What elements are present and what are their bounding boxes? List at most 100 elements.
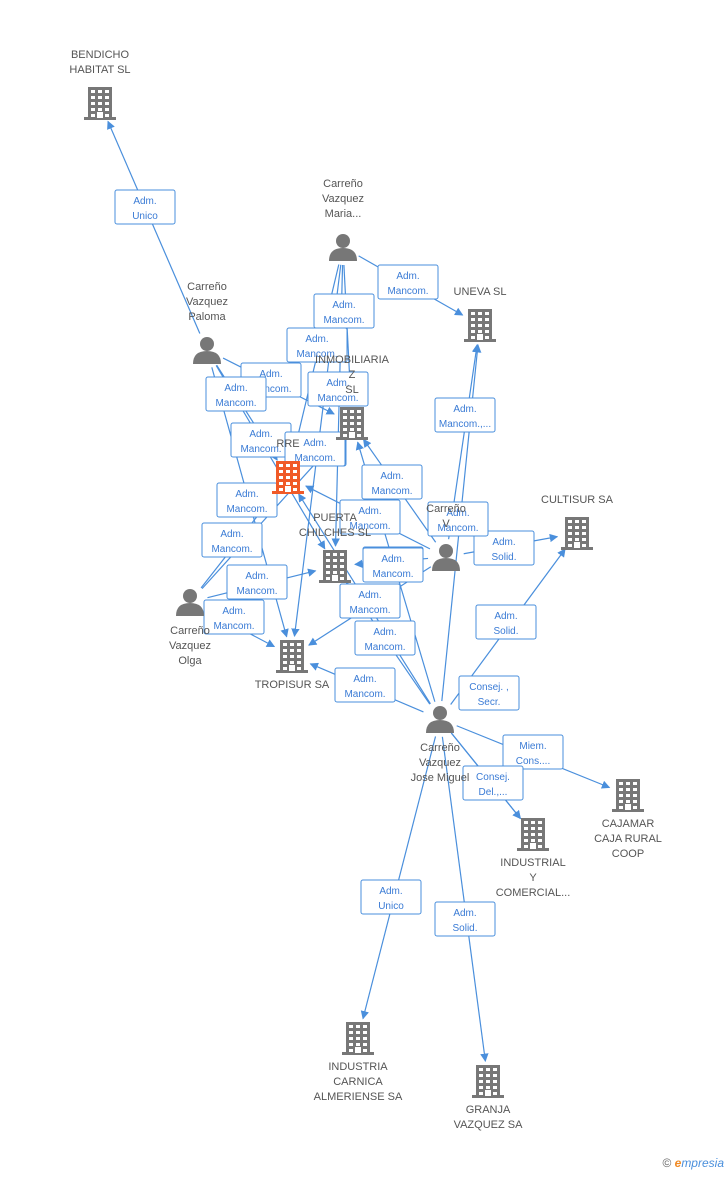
node-uneva[interactable]: UNEVA SL [454, 286, 507, 342]
edge-label-maria-inmobiliaria[interactable]: Adm.Mancom. [313, 293, 375, 329]
node-label: Paloma [188, 311, 226, 323]
building-icon [561, 517, 593, 550]
node-label: INDUSTRIAL [500, 857, 565, 869]
edge-label-box [201, 522, 263, 558]
building-icon [342, 1022, 374, 1055]
edge-label-text: Mancom. [349, 521, 390, 532]
edge-label-jose-industrial[interactable]: Consej.Del.,... [462, 765, 524, 801]
edge-label-pv-uneva[interactable]: Adm. Mancom.,... [434, 397, 496, 433]
edge-label-pv-inmobiliaria[interactable]: Adm.Mancom. [361, 464, 423, 500]
edge-label-maria-torre[interactable]: Adm.Mancom. [286, 327, 348, 363]
node-label: Carreño [170, 625, 210, 637]
edge-label-box [377, 264, 439, 300]
node-label: Vazquez [322, 193, 364, 205]
edge-label-box [307, 371, 369, 407]
building-icon [612, 779, 644, 812]
node-label: PUERTA [313, 512, 357, 524]
edge-label-paloma-puerta[interactable]: Adm.Mancom. [216, 482, 278, 518]
edge-label-maria-tropisur[interactable]: Adm. Mancom. [205, 376, 267, 412]
edge-label-pv-cultisur[interactable]: Adm.Solid. [473, 530, 535, 566]
edge-label-jose-carnica[interactable]: Adm.Unico [360, 879, 422, 915]
node-label: GRANJA [466, 1104, 511, 1116]
edge-label-text: Solid. [491, 552, 516, 563]
node-label: Olga [178, 655, 202, 667]
person-icon [329, 234, 357, 261]
node-label: CHILCHES SL [299, 527, 371, 539]
edge-label-jose-tropisur[interactable]: Adm.Mancom. [334, 667, 396, 703]
brand-logo-e: e [674, 1156, 682, 1170]
node-tropisur[interactable]: TROPISUR SA [255, 640, 330, 691]
edge-label-paloma-torre[interactable]: Adm.Mancom. [230, 422, 292, 458]
edge-labels-layer: Adm.UnicoAdm.Mancom.Adm.Mancom.Adm.Manco… [114, 189, 564, 937]
edge-label-text: Adm. [446, 508, 469, 519]
edge-label-text: Consej. , [469, 682, 508, 693]
edge-label-text: Adm. [494, 611, 517, 622]
node-label: Carreño [420, 742, 460, 754]
edge-label-text: Mancom. [364, 642, 405, 653]
node-cultisur[interactable]: CULTISUR SA [541, 494, 614, 550]
edge-label-jose-torre[interactable]: Adm.Mancom. [284, 431, 346, 467]
edge-label-jose-inmobiliaria[interactable]: Adm.Mancom. [362, 547, 424, 583]
node-label: INMOBILIARIA [315, 354, 390, 366]
node-torre[interactable]: RRE [272, 438, 304, 494]
edge-label-text: Adm. [224, 383, 247, 394]
edge-label-maria-uneva[interactable]: Adm.Mancom. [377, 264, 439, 300]
node-puerta[interactable]: PUERTA CHILCHES SL [299, 512, 371, 583]
edge-label-box [284, 431, 346, 467]
edge-label-jose-cultisur[interactable]: Adm.Solid. [475, 604, 537, 640]
node-label: Carreño [187, 281, 227, 293]
node-maria[interactable]: CarreñoVazquezMaria... [322, 178, 364, 261]
node-label: BENDICHO [71, 49, 130, 61]
edge-label-olga-inmobiliaria[interactable]: Adm.Mancom. [226, 564, 288, 600]
edge-label-paloma-tropisur[interactable]: Adm. Mancom. [201, 522, 263, 558]
node-label: ALMERIENSE SA [314, 1091, 403, 1103]
edge-label-text: Adm. [353, 674, 376, 685]
node-label: Vazquez [419, 757, 461, 769]
edge-label-text: Mancom.,... [439, 419, 491, 430]
node-industrial[interactable]: INDUSTRIALYCOMERCIAL... [496, 818, 571, 899]
node-label: Carreño [426, 503, 466, 515]
edge-label-olga-tropisur[interactable]: Adm.Mancom. [354, 620, 416, 656]
edge-label-text: Mancom. [240, 444, 281, 455]
edge-label-jose-granja[interactable]: Adm.Solid. [434, 901, 496, 937]
node-label: Vazquez [186, 296, 228, 308]
edge-label-jose-industrial[interactable]: Consej. ,Secr. [458, 675, 520, 711]
edge-label-olga-torre[interactable]: Adm.Mancom. [203, 599, 265, 635]
edge-label-text: Adm. [220, 529, 243, 540]
edge-label-paloma-inmobiliaria[interactable]: Adm.Mancom. [307, 371, 369, 407]
edge-label-box [216, 482, 278, 518]
edge-label-text: Adm. [358, 506, 381, 517]
node-label: TROPISUR SA [255, 679, 330, 691]
edge-label-paloma-bendicho[interactable]: Adm.Unico [114, 189, 176, 225]
edge-label-text: Adm. [305, 334, 328, 345]
node-label: Y [529, 872, 537, 884]
edge-label-pv-puerta[interactable]: Adm. Mancom. [339, 499, 401, 535]
edge-label-box [434, 901, 496, 937]
edge-label-box [473, 530, 535, 566]
edge-label-text: Adm. [303, 438, 326, 449]
brand-footer[interactable]: © empresia [662, 1156, 724, 1170]
edge-label-text: Mancom. [215, 398, 256, 409]
edge-label-text: Adm. [326, 378, 349, 389]
person-icon [176, 589, 204, 616]
edge-label-text: Adm. [453, 404, 476, 415]
edge-label-box [360, 879, 422, 915]
edge-label-text: Mancom. [211, 544, 252, 555]
node-label: Z [349, 369, 356, 381]
edge-label-jose-puerta[interactable]: Adm.Mancom. [339, 583, 401, 619]
node-label: Vazquez [169, 640, 211, 652]
edge-label-jose-uneva[interactable]: Adm.Mancom. [427, 501, 489, 537]
edge-label-box [458, 675, 520, 711]
person-icon [432, 544, 460, 571]
node-label: Carreño [323, 178, 363, 190]
edge-label-jose-cajamar[interactable]: Miem.Cons.... [502, 734, 564, 770]
